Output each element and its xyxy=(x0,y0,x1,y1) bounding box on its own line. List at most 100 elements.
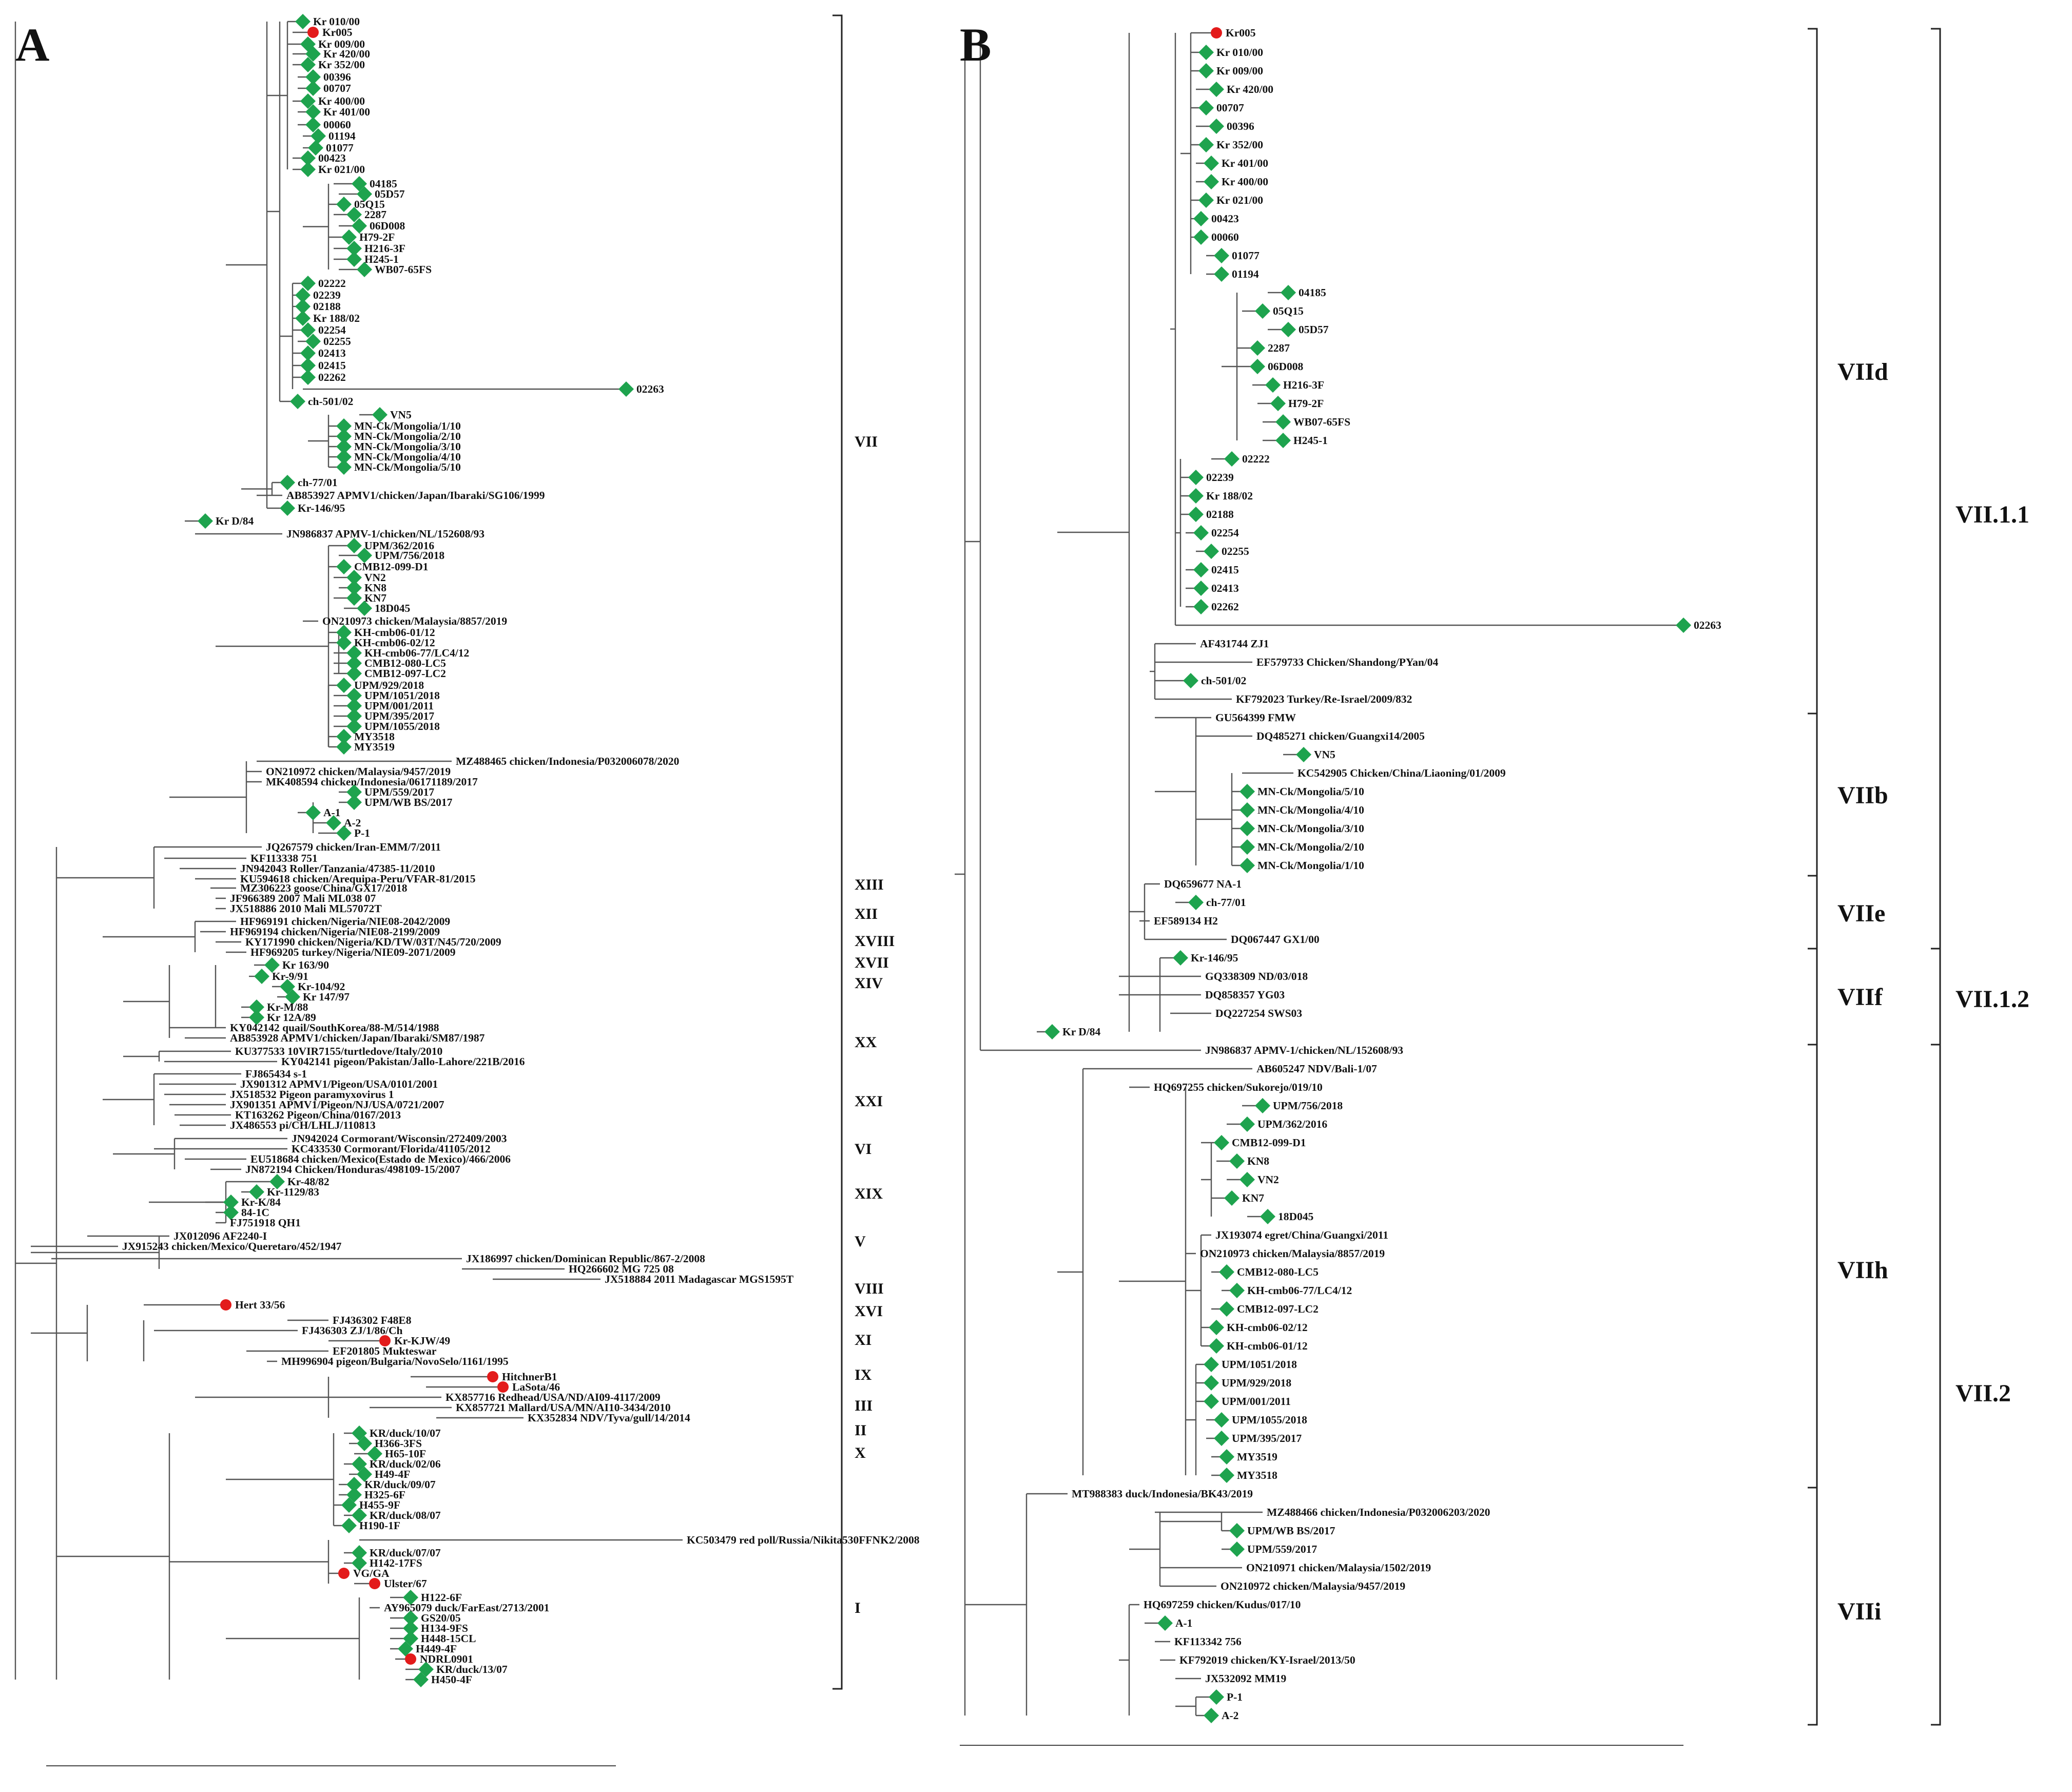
diamond-marker xyxy=(1265,377,1281,393)
diamond-marker xyxy=(1193,211,1209,226)
tip-label: A-1 xyxy=(323,806,340,819)
diamond-marker xyxy=(336,625,352,640)
clade-label: XIII xyxy=(855,876,884,893)
tip-label: H65-10F xyxy=(385,1448,426,1460)
diamond-marker xyxy=(1255,303,1270,319)
diamond-marker xyxy=(1676,618,1691,633)
clade-label: VII xyxy=(855,433,878,450)
tip-label: A-1 xyxy=(1175,1617,1192,1629)
diamond-marker xyxy=(300,370,316,385)
diamond-marker xyxy=(1198,192,1214,208)
diamond-marker xyxy=(295,287,311,303)
tip-label: EU518684 chicken/Mexico(Estado de Mexico… xyxy=(250,1153,511,1165)
diamond-marker xyxy=(336,635,352,650)
diamond-marker xyxy=(1281,285,1296,300)
diamond-marker xyxy=(1296,747,1311,762)
tip-label: JX901312 APMV1/Pigeon/USA/0101/2001 xyxy=(240,1078,438,1090)
tree-a-bracket xyxy=(832,14,843,1690)
tip-label: ch-77/01 xyxy=(1206,896,1246,909)
diamond-marker xyxy=(305,69,321,85)
diamond-marker xyxy=(1214,248,1229,263)
diamond-marker xyxy=(1240,858,1255,873)
diamond-marker xyxy=(346,580,362,595)
tip-label: H449-4F xyxy=(416,1643,457,1655)
diamond-marker xyxy=(269,1174,285,1189)
tip-label: 00423 xyxy=(318,152,346,164)
tip-label: JN872194 Chicken/Honduras/498109-15/2007 xyxy=(245,1163,460,1176)
diamond-marker xyxy=(403,1590,418,1605)
tip-label: AY965079 duck/FarEast/2713/2001 xyxy=(384,1602,549,1614)
tip-label: UPM/1051/2018 xyxy=(364,689,440,702)
diamond-marker xyxy=(336,459,352,475)
diamond-marker xyxy=(1275,433,1291,448)
clade-label: VIIb xyxy=(1837,782,1888,809)
diamond-marker xyxy=(346,666,362,681)
tip-label: EF201805 Mukteswar xyxy=(333,1345,437,1357)
diamond-marker xyxy=(300,358,316,373)
circle-marker xyxy=(379,1335,391,1346)
diamond-marker xyxy=(1229,1153,1245,1169)
tip-label: Kr 147/97 xyxy=(303,991,350,1003)
diamond-marker xyxy=(1209,119,1224,134)
tip-label: MZ306223 goose/China/GX17/2018 xyxy=(240,882,408,894)
tip-label: Kr005 xyxy=(322,26,353,38)
tip-label: Kr-1129/83 xyxy=(267,1186,319,1198)
tip-label: UPM/929/2018 xyxy=(354,679,424,691)
diamond-marker xyxy=(254,969,269,984)
diamond-marker xyxy=(223,1205,239,1220)
tip-label: VN2 xyxy=(1257,1173,1279,1186)
diamond-marker xyxy=(264,957,280,973)
tip-label: VN2 xyxy=(364,571,386,584)
diamond-marker xyxy=(336,739,352,755)
diamond-marker xyxy=(341,1518,357,1533)
diamond-marker xyxy=(1173,950,1188,966)
diamond-marker xyxy=(346,708,362,724)
diamond-marker xyxy=(1240,1116,1255,1132)
tip-label: H79-2F xyxy=(359,231,395,243)
tip-label: KN7 xyxy=(1242,1192,1264,1204)
tip-label: 05Q15 xyxy=(354,198,385,210)
diamond-marker xyxy=(1229,1541,1245,1557)
tip-label: MY3519 xyxy=(1237,1451,1277,1463)
tip-label: Kr 010/00 xyxy=(1216,46,1263,59)
tip-label: MZ488466 chicken/Indonesia/P032006203/20… xyxy=(1267,1506,1490,1518)
tip-label: 02415 xyxy=(318,359,346,372)
tip-label: LaSota/46 xyxy=(512,1381,560,1393)
tip-label: ON210972 chicken/Malaysia/9457/2019 xyxy=(1221,1580,1405,1592)
tip-label: 02413 xyxy=(1211,582,1239,594)
diamond-marker xyxy=(352,1555,367,1571)
diamond-marker xyxy=(1193,562,1209,577)
tip-label: P-1 xyxy=(354,827,370,839)
diamond-marker xyxy=(341,1497,357,1513)
tip-label: ch-77/01 xyxy=(298,476,338,489)
tip-label: KR/duck/13/07 xyxy=(436,1663,508,1675)
tip-label: H455-9F xyxy=(359,1499,400,1511)
clade-brackets: VIIXIIIXIIXVIIIXVIIXIVXXXXIVIXIXVVIIIXVI… xyxy=(46,14,2029,1766)
clade-label: XII xyxy=(855,905,878,922)
tip-label: KC433530 Cormorant/Florida/41105/2012 xyxy=(292,1143,491,1155)
diamond-marker xyxy=(1204,156,1219,171)
tip-label: KF113338 751 xyxy=(250,852,318,864)
tip-label: KR/duck/07/07 xyxy=(370,1547,441,1559)
tip-label: H122-6F xyxy=(421,1591,462,1604)
tip-label: P-1 xyxy=(1227,1691,1243,1703)
tip-label: Kr 163/90 xyxy=(282,959,329,971)
diamond-marker xyxy=(305,104,321,120)
tip-label: 02188 xyxy=(313,300,341,313)
circle-marker xyxy=(220,1299,231,1311)
diamond-marker xyxy=(1204,1394,1219,1409)
tip-label: 02255 xyxy=(1222,545,1249,557)
tip-label: 06D008 xyxy=(370,220,405,232)
panel-label-b: B xyxy=(960,18,991,71)
diamond-marker xyxy=(290,394,305,409)
tip-label: H448-15CL xyxy=(421,1632,476,1645)
tip-label: UPM/559/2017 xyxy=(364,786,434,798)
tip-label: AF431744 ZJ1 xyxy=(1200,638,1269,650)
clade-label: XVI xyxy=(855,1303,883,1320)
tip-label: JX486553 pi/CH/LHLJ/110813 xyxy=(230,1119,376,1131)
tip-label: JN986837 APMV-1/chicken/NL/152608/93 xyxy=(1205,1044,1403,1056)
tip-label: Kr 188/02 xyxy=(1206,490,1253,502)
tip-label: EF589134 H2 xyxy=(1154,915,1218,927)
clade-label: VIIi xyxy=(1837,1598,1881,1625)
